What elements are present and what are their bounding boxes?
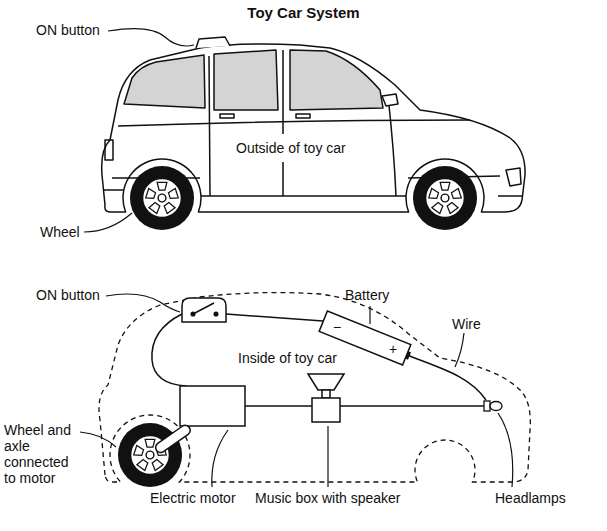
front-bumper [498,195,522,197]
switch-contact [191,312,195,316]
callout-label: Wire [452,316,481,332]
tail-light [105,140,113,160]
door-line [282,50,284,196]
terminal-sign: + [389,341,397,357]
wheel [130,166,194,230]
leader-line [498,413,513,487]
speaker-horn [308,374,344,390]
on-switch [182,298,226,322]
on-button-exterior [196,37,230,48]
region-label: Inside of toy car [238,350,337,366]
callout-label: Wheel [40,224,80,240]
rear-door-window [214,50,278,110]
terminal-sign: − [333,319,341,335]
wire [340,405,484,407]
leader-line [80,432,116,447]
leader-line [455,333,464,367]
sill-line [201,195,406,197]
axle [154,423,193,454]
side-mirror [382,94,398,106]
wire [226,314,323,321]
battery-terminal [405,351,411,360]
electric-motor [180,386,245,426]
headlamp-bulb [484,401,502,411]
bulb-base [484,401,490,411]
diagram-title: Toy Car System [0,4,607,22]
callout-label: Electric motor [150,490,236,506]
music-box [308,374,344,422]
leader-line [212,430,228,487]
front-door-window [290,50,383,110]
region-label: Outside of toy car [236,140,346,156]
leader-line [327,426,328,487]
front-headlamp [506,168,521,186]
callout-label: ON button [36,22,100,38]
leader-line [108,29,194,46]
leader-line [84,213,132,232]
body-crease [118,120,470,126]
callout-label: Battery [345,287,389,303]
leader-line [369,306,370,324]
wire [152,314,186,386]
rear-bumper [103,189,124,191]
callout-label: Music box with speaker [255,490,401,506]
bulb-glass [490,402,502,411]
door-line [209,56,210,196]
door-line [388,96,396,196]
callout-label: Wheel and axle connected to motor [4,422,76,486]
door-handle [296,114,310,118]
wire [245,405,312,407]
rear-window [124,55,205,108]
switch-contact [214,312,218,316]
door-handle [220,114,234,118]
switch-housing [182,298,226,322]
leader-line [106,294,180,312]
speaker-stem [322,390,330,398]
callout-label: ON button [36,287,100,303]
axle-shaft [154,423,193,454]
music-box-body [312,398,340,422]
switch-lever [193,303,214,314]
wire [407,355,486,400]
callout-label: Headlamps [495,490,566,506]
wheel [413,166,477,230]
